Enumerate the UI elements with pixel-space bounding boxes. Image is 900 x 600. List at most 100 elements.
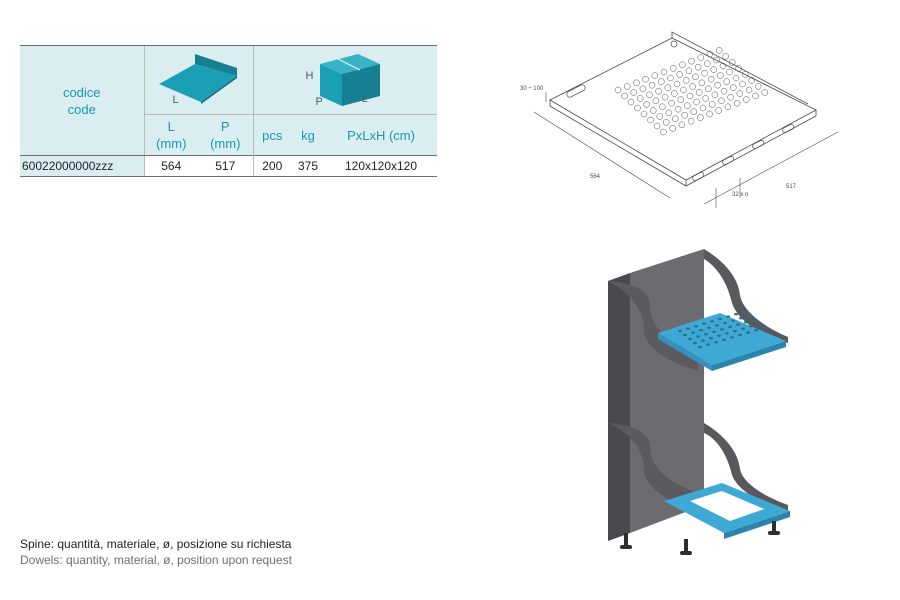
plate-hole — [694, 63, 702, 71]
plate-hole — [659, 103, 666, 111]
plate-hole — [658, 78, 665, 85]
plate-hole — [730, 336, 734, 339]
col-dims-header: PxLxH (cm) — [347, 127, 415, 143]
row-P: 517 — [198, 155, 253, 177]
plate-hole — [698, 79, 706, 87]
plate-hole — [662, 119, 670, 126]
plate-hole — [748, 77, 755, 84]
plate-hole — [699, 104, 707, 112]
plate-hole — [707, 75, 715, 83]
plate-hole — [669, 125, 676, 132]
plate-hole — [736, 90, 744, 97]
plate-hole — [696, 335, 700, 338]
plate-hole — [754, 329, 758, 332]
plate-hole — [718, 97, 725, 105]
plate-hole — [699, 329, 703, 332]
plate-hole — [642, 75, 649, 83]
plate-hole — [710, 320, 714, 323]
plate-hole — [655, 87, 662, 95]
plate-hole — [731, 319, 735, 322]
plate-hole — [710, 66, 718, 73]
row-dims: 120x120x120 — [325, 155, 438, 177]
plate-hole — [634, 104, 641, 112]
plate-hole — [636, 95, 644, 102]
plate-hole — [734, 313, 738, 316]
box-icon-label-P: P — [315, 96, 323, 108]
plate-hole — [709, 337, 713, 340]
plate-hole — [647, 116, 654, 124]
plate-hole — [715, 107, 722, 114]
plate-hole — [656, 113, 663, 120]
plate-hole — [669, 65, 677, 72]
plate-hole — [715, 47, 723, 54]
plate-icon-label-L: L — [172, 94, 179, 106]
plate-hole — [683, 333, 687, 337]
plate-hole — [736, 323, 740, 326]
plate-hole — [717, 334, 721, 337]
plate-hole — [715, 324, 719, 327]
plate-hole — [686, 92, 694, 100]
plate-hole — [706, 50, 714, 58]
dim-length: 564 — [590, 174, 601, 180]
plate-hole — [739, 317, 743, 320]
plate-hole — [722, 53, 729, 60]
plate-hole — [691, 331, 695, 334]
plate-hole — [746, 331, 750, 334]
plate-hole — [679, 61, 686, 69]
plate-hole — [706, 110, 713, 118]
plate-hole — [714, 341, 718, 344]
plate-hole — [718, 317, 722, 321]
dimension-lines — [533, 92, 839, 208]
dim-depth: 517 — [786, 184, 797, 190]
footnote: Spine: quantità, materiale, ø, posizione… — [20, 536, 292, 568]
col-L-label: L — [167, 119, 175, 134]
box-icon-label-L: L — [361, 93, 368, 105]
plate-hole — [665, 109, 673, 117]
row-L: 564 — [143, 155, 198, 177]
plate-hole — [706, 343, 710, 346]
plate-hole — [697, 54, 705, 61]
plate-top-face — [158, 64, 237, 102]
plate-hole — [671, 90, 678, 97]
plate-back-wall — [194, 54, 237, 76]
plate-hole — [720, 87, 728, 95]
plate-hole — [695, 89, 703, 96]
plate-hole — [728, 325, 732, 329]
plate-hole — [653, 122, 661, 130]
plate-hole — [702, 95, 709, 102]
plate-hole — [643, 101, 650, 108]
dim-slot: 30 ÷ 100 — [520, 86, 544, 92]
col-pcs-header: pcs — [252, 114, 291, 156]
plate-hole — [707, 326, 711, 329]
box-right-face — [341, 64, 380, 106]
plate-hole — [711, 91, 719, 99]
table-row: 60022000000zzz 564 517 200 375 120x120x1… — [20, 155, 438, 177]
box-icon-label-H: H — [305, 70, 314, 82]
plate-hole — [640, 110, 648, 118]
plate-hole — [660, 128, 667, 136]
row-pcs: 200 — [252, 155, 291, 177]
plate-hole — [745, 86, 753, 94]
plate-hole — [697, 114, 704, 121]
plate-hole — [702, 322, 706, 325]
plate-hole — [708, 101, 716, 108]
plate-outline — [549, 31, 817, 187]
plate-hole — [698, 345, 702, 349]
plate-hole — [668, 99, 675, 107]
plate-hole — [673, 80, 681, 88]
side-slots — [566, 40, 795, 181]
plate-hole — [689, 83, 696, 90]
plate-hole — [727, 93, 734, 101]
plate-hole — [743, 96, 750, 103]
plate-hole — [687, 117, 695, 125]
col-P-header: P (mm) — [198, 115, 253, 156]
plate-hole — [652, 97, 660, 105]
code-header-en: code — [67, 101, 96, 117]
row-code: 60022000000zzz — [20, 155, 144, 177]
plate-hole — [693, 341, 697, 345]
plate-hole — [732, 74, 740, 82]
plate-icon-cell: L — [143, 45, 253, 115]
plate-hole — [672, 115, 679, 123]
plate-hole — [674, 105, 682, 113]
plate-hole — [725, 332, 729, 335]
